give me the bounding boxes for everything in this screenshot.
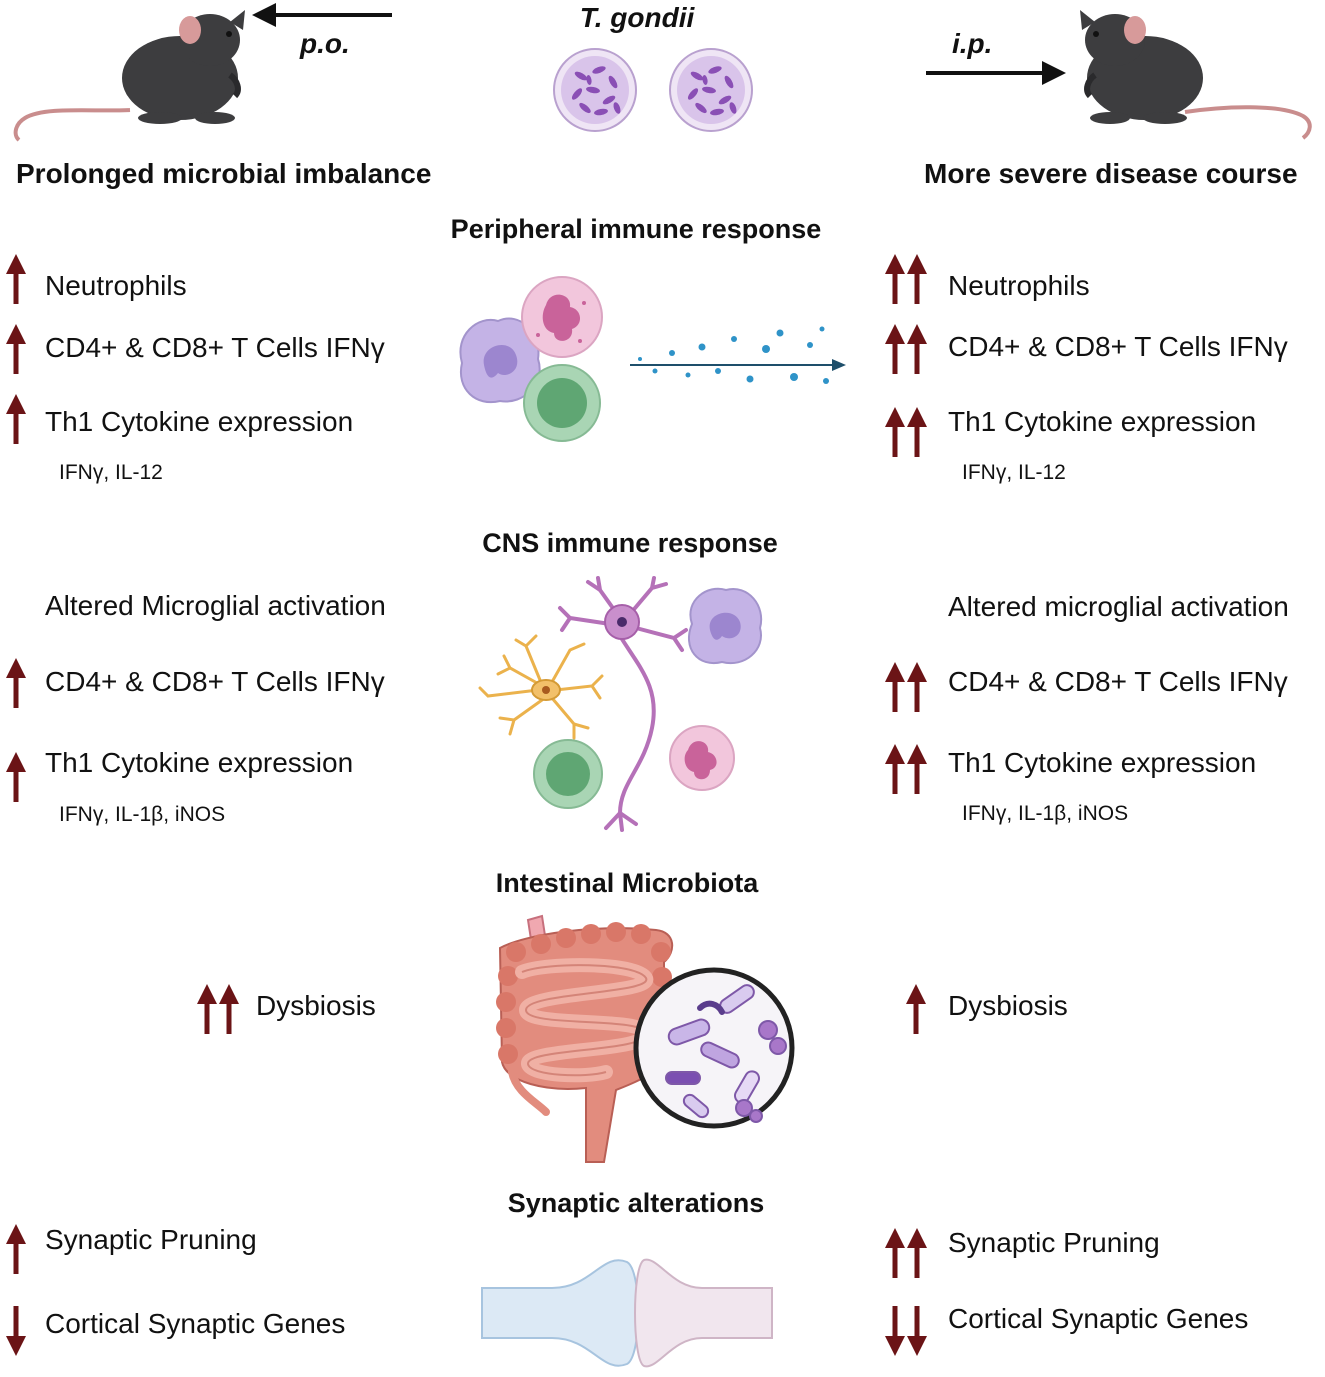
parasite-cyst-icon <box>553 48 753 132</box>
item-sublabel: IFNγ, IL-12 <box>59 461 163 484</box>
outcome-right: More severe disease course <box>924 158 1298 189</box>
up-arrow-icon <box>6 254 26 304</box>
item-label: Synaptic Pruning <box>45 1224 257 1255</box>
up-arrow-icon <box>6 1224 26 1274</box>
up-arrow-icon <box>906 984 926 1034</box>
neuron-glia-icon <box>478 576 763 832</box>
section-title-cns: CNS immune response <box>482 528 778 558</box>
section-title-synaptic: Synaptic alterations <box>507 1188 765 1218</box>
up-arrow-icon <box>885 407 927 457</box>
up-arrow-icon <box>885 662 927 712</box>
item-label: Altered microglial activation <box>948 591 1289 622</box>
item-label: Th1 Cytokine expression <box>948 406 1257 437</box>
item-label: Neutrophils <box>948 270 1090 301</box>
item-label: Dysbiosis <box>948 990 1068 1021</box>
outcome-left: Prolonged microbial imbalance <box>16 158 432 189</box>
item-label: Th1 Cytokine expression <box>45 747 354 778</box>
item-label: Th1 Cytokine expression <box>45 406 354 437</box>
intestine-icon <box>496 914 795 1163</box>
up-arrow-icon <box>197 984 239 1034</box>
item-sublabel: IFNγ, IL-1β, iNOS <box>962 802 1129 825</box>
up-arrow-icon <box>6 752 26 802</box>
route-right-label: i.p. <box>952 28 993 59</box>
route-left-arrow <box>252 3 392 27</box>
item-label: Neutrophils <box>45 270 187 301</box>
item-label: CD4+ & CD8+ T Cells IFNγ <box>45 332 385 363</box>
up-arrow-icon <box>885 324 927 374</box>
mouse-icon <box>1080 10 1312 140</box>
synapse-icon <box>481 1258 773 1368</box>
item-sublabel: IFNγ, IL-1β, iNOS <box>59 803 226 826</box>
section-title-peripheral: Peripheral immune response <box>450 214 822 244</box>
up-arrow-icon <box>885 1228 927 1278</box>
up-arrow-icon <box>885 254 927 304</box>
mouse-icon <box>13 10 245 142</box>
up-arrow-icon <box>6 658 26 708</box>
up-arrow-icon <box>6 324 26 374</box>
down-arrow-icon <box>6 1306 26 1356</box>
route-left-label: p.o. <box>300 28 350 59</box>
immune-cells-icon <box>459 276 846 442</box>
item-label: Dysbiosis <box>256 990 376 1021</box>
item-sublabel: IFNγ, IL-12 <box>962 461 1066 484</box>
parasite-name: T. gondii <box>579 2 695 33</box>
item-label: CD4+ & CD8+ T Cells IFNγ <box>948 331 1288 362</box>
item-label: Altered Microglial activation <box>45 590 386 621</box>
item-label: CD4+ & CD8+ T Cells IFNγ <box>948 666 1288 697</box>
item-label: CD4+ & CD8+ T Cells IFNγ <box>45 666 385 697</box>
up-arrow-icon <box>885 744 927 794</box>
item-label: Cortical Synaptic Genes <box>948 1303 1249 1334</box>
item-label: Cortical Synaptic Genes <box>45 1308 346 1339</box>
item-label: Synaptic Pruning <box>948 1227 1160 1258</box>
item-label: Th1 Cytokine expression <box>948 747 1257 778</box>
down-arrow-icon <box>885 1306 927 1356</box>
up-arrow-icon <box>6 394 26 444</box>
section-title-microbiota: Intestinal Microbiota <box>495 868 759 898</box>
route-right-arrow <box>926 61 1066 85</box>
